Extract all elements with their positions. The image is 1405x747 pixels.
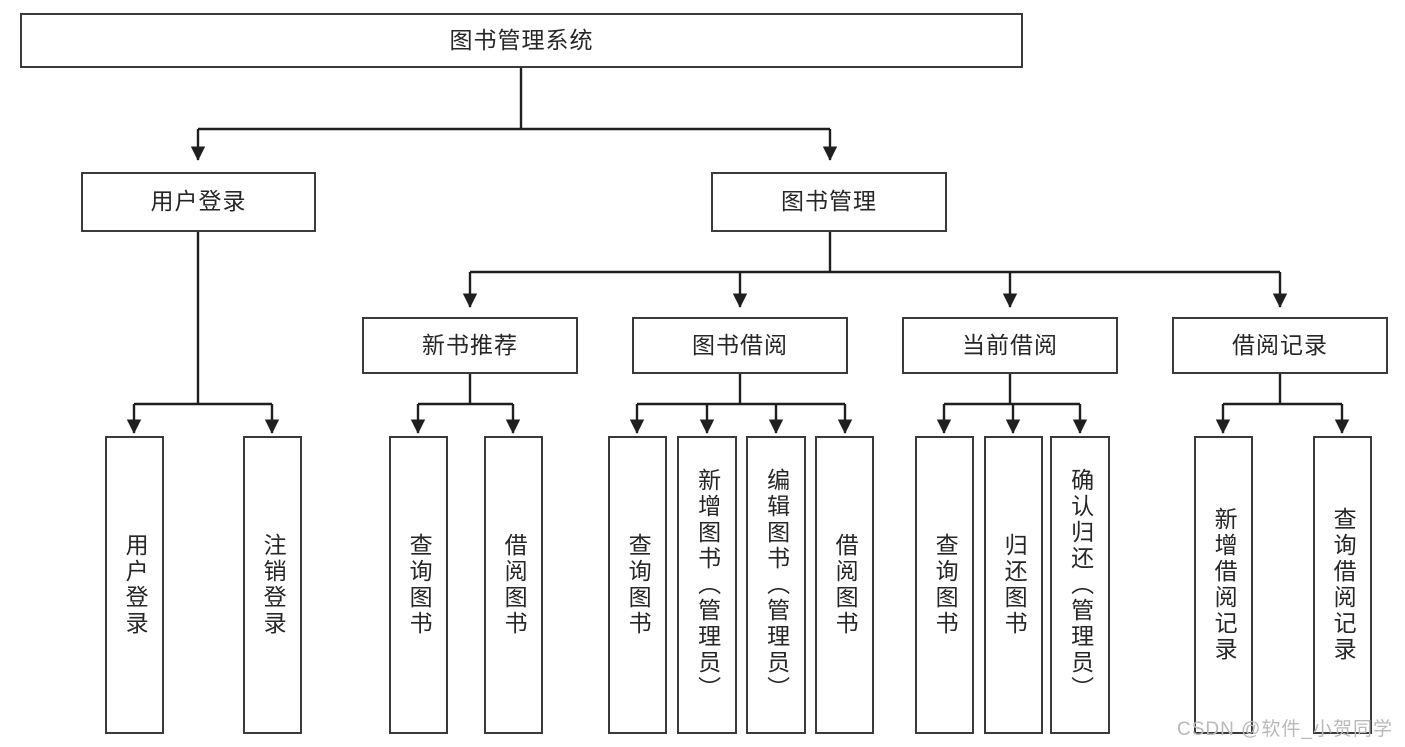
leaf-query-book-1-label: 查询图书	[406, 533, 433, 637]
leaf-logout-login[interactable]: 注销登录	[243, 436, 302, 734]
node-new-book-recommend-label: 新书推荐	[422, 331, 518, 358]
node-new-book-recommend[interactable]: 新书推荐	[362, 317, 578, 374]
leaf-return-book[interactable]: 归还图书	[984, 436, 1043, 734]
node-user-login[interactable]: 用户登录	[81, 172, 316, 232]
leaf-query-borrow-record[interactable]: 查询借阅记录	[1313, 436, 1372, 734]
leaf-return-book-label: 归还图书	[1001, 533, 1028, 637]
node-book-borrow[interactable]: 图书借阅	[632, 317, 848, 374]
node-borrow-record-label: 借阅记录	[1232, 331, 1328, 358]
node-root-label: 图书管理系统	[449, 26, 594, 53]
node-borrow-record[interactable]: 借阅记录	[1172, 317, 1388, 374]
leaf-edit-book[interactable]: 编辑图书（管理员）	[746, 436, 806, 734]
leaf-add-book[interactable]: 新增图书（管理员）	[677, 436, 737, 734]
leaf-borrow-book-1[interactable]: 借阅图书	[484, 436, 543, 734]
leaf-edit-book-label: 编辑图书（管理员）	[763, 468, 790, 702]
node-book-borrow-label: 图书借阅	[692, 331, 788, 358]
leaf-confirm-return[interactable]: 确认归还（管理员）	[1050, 436, 1110, 734]
node-book-management[interactable]: 图书管理	[711, 172, 947, 232]
leaf-logout-login-label: 注销登录	[260, 533, 287, 637]
leaf-query-book-2-label: 查询图书	[625, 533, 652, 637]
leaf-user-login[interactable]: 用户登录	[105, 436, 164, 734]
node-user-login-label: 用户登录	[150, 188, 247, 215]
node-root-book-management-system[interactable]: 图书管理系统	[20, 13, 1023, 68]
leaf-add-borrow-record-label: 新增借阅记录	[1211, 507, 1238, 663]
leaf-borrow-book-2[interactable]: 借阅图书	[815, 436, 874, 734]
leaf-user-login-label: 用户登录	[122, 533, 149, 637]
leaf-query-book-2[interactable]: 查询图书	[608, 436, 667, 734]
leaf-borrow-book-1-label: 借阅图书	[501, 533, 528, 637]
leaf-query-borrow-record-label: 查询借阅记录	[1330, 507, 1357, 663]
node-current-borrow[interactable]: 当前借阅	[902, 317, 1118, 374]
watermark: CSDN @软件_小贺同学	[1177, 719, 1393, 740]
node-current-borrow-label: 当前借阅	[962, 331, 1058, 358]
leaf-confirm-return-label: 确认归还（管理员）	[1067, 468, 1094, 702]
node-book-management-label: 图书管理	[781, 188, 877, 215]
leaf-query-book-1[interactable]: 查询图书	[389, 436, 448, 734]
leaf-add-book-label: 新增图书（管理员）	[694, 468, 721, 702]
leaf-borrow-book-2-label: 借阅图书	[832, 533, 859, 637]
leaf-query-book-3[interactable]: 查询图书	[915, 436, 974, 734]
leaf-add-borrow-record[interactable]: 新增借阅记录	[1194, 436, 1253, 734]
leaf-query-book-3-label: 查询图书	[932, 533, 959, 637]
